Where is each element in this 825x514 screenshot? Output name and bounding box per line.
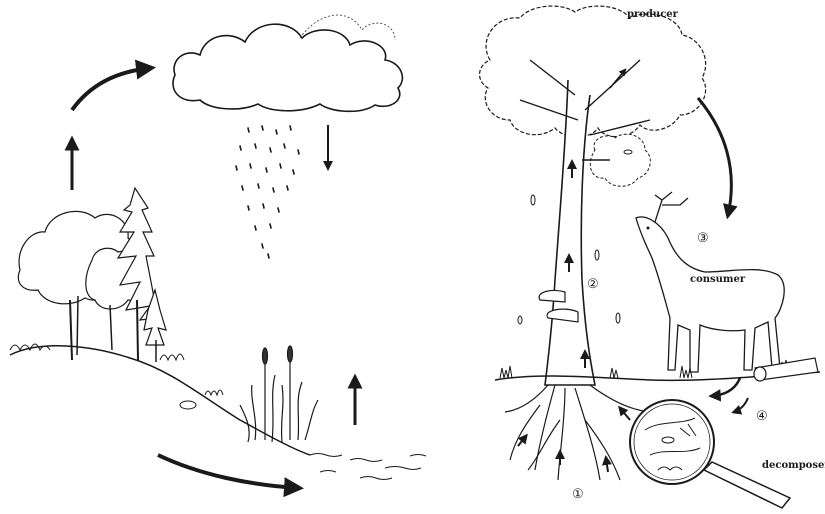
water-cycle-panel	[10, 15, 426, 488]
arrow-consumer-to-decomposer	[712, 378, 740, 396]
step-3: ③	[697, 231, 709, 246]
rain	[236, 126, 299, 258]
arrow-producer-to-consumer	[698, 98, 731, 215]
cattails	[240, 346, 318, 442]
pond	[310, 454, 426, 480]
cloud	[173, 24, 402, 111]
forest	[18, 188, 166, 362]
step-2: ②	[587, 277, 599, 292]
label-consumer: consumer	[690, 274, 746, 285]
ecosystem-panel: producer consumer decomposers ① ② ③ ④	[480, 6, 825, 508]
step-4: ④	[756, 409, 768, 424]
label-producer: producer	[627, 9, 679, 20]
arrow-up-to-cloud	[72, 68, 150, 110]
arrow-runoff	[158, 455, 298, 488]
deer	[636, 217, 784, 372]
step-1: ①	[572, 487, 584, 502]
roots	[505, 385, 650, 480]
tree-canopy	[480, 6, 706, 137]
label-decomposers: decomposers	[762, 460, 825, 471]
